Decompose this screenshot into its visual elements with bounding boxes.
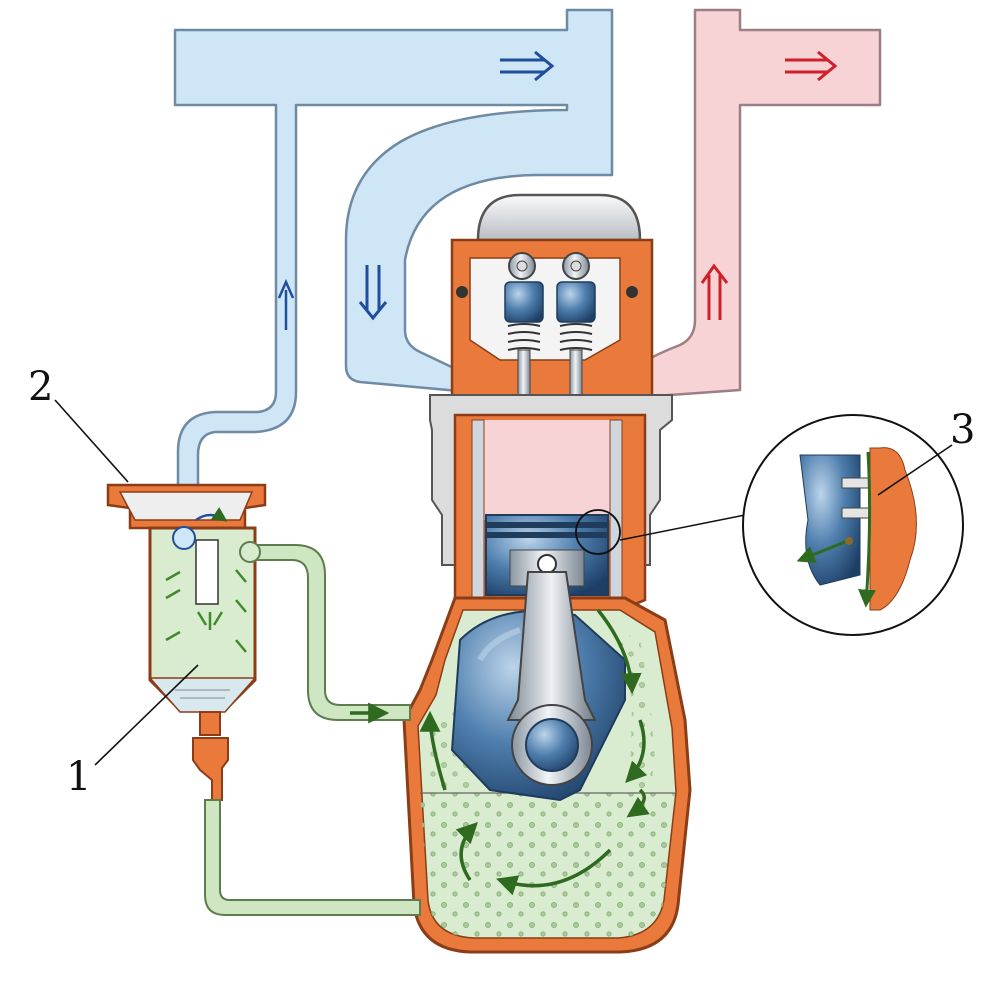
piston-ring-detail bbox=[619, 414, 964, 636]
oil-sump bbox=[420, 793, 675, 938]
leader-2 bbox=[54, 399, 129, 483]
intake-flow-arrows bbox=[277, 50, 555, 330]
intake-valve bbox=[504, 281, 544, 416]
camshaft-lobes bbox=[508, 252, 590, 280]
label-piston-detail: 3 bbox=[950, 407, 975, 453]
oil-separator bbox=[106, 483, 267, 801]
callouts bbox=[54, 399, 953, 766]
breather-arrow-up bbox=[277, 278, 295, 330]
combustion-chamber bbox=[484, 420, 610, 520]
detail-leader bbox=[619, 514, 746, 541]
drain-valve bbox=[192, 737, 229, 801]
crankcase bbox=[402, 571, 692, 954]
intake-duct bbox=[173, 8, 614, 522]
exhaust-flow-arrows bbox=[700, 50, 838, 320]
valve-cover bbox=[476, 193, 642, 242]
exhaust-arrow-right bbox=[785, 50, 838, 82]
oil-drain-pipe bbox=[204, 799, 421, 916]
exhaust-arrow-up bbox=[700, 263, 729, 320]
intake-arrow-right bbox=[500, 50, 555, 82]
label-separator-body: 1 bbox=[66, 754, 91, 800]
separator-flow-arrows bbox=[165, 569, 247, 653]
label-separator-cap: 2 bbox=[28, 364, 53, 410]
inner-tube bbox=[195, 539, 219, 605]
leader-1 bbox=[94, 664, 199, 766]
intake-arrow-down bbox=[358, 265, 388, 321]
detail-marker-circle bbox=[575, 509, 621, 555]
ventilation-pipes bbox=[204, 541, 421, 916]
leader-3 bbox=[877, 444, 953, 496]
cylinder-head bbox=[450, 193, 654, 416]
crankcase-flow-arrows bbox=[419, 608, 650, 896]
connecting-rod bbox=[506, 571, 597, 786]
